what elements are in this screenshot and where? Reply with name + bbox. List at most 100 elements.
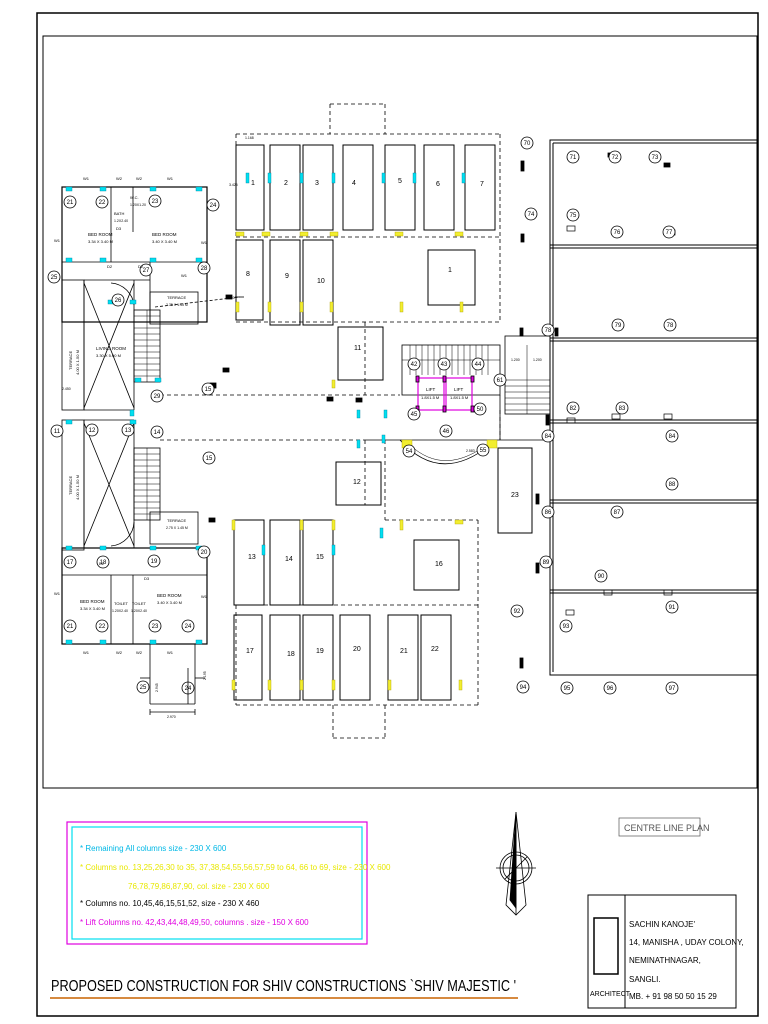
column-bubble xyxy=(615,401,629,415)
footing-number: 2 xyxy=(284,180,288,187)
column-bubble xyxy=(202,451,216,465)
column-bubble-label: 71 xyxy=(570,155,577,161)
footing-number: 11 xyxy=(354,345,361,352)
column-bubble xyxy=(206,198,220,212)
room-size: 1.20X2.40 xyxy=(112,609,128,613)
door-tag: D2 xyxy=(99,561,105,566)
column-bubble-label: 18 xyxy=(100,560,107,566)
footing-number: 5 xyxy=(398,178,402,185)
dimension: 2.945 xyxy=(155,683,159,692)
column-bubble xyxy=(476,443,490,457)
architect-address-2: NEMINATHNAGAR, xyxy=(629,956,701,965)
footing-boxes xyxy=(233,144,533,701)
room-label: TERRACE xyxy=(167,518,186,523)
footing-number: 20 xyxy=(353,646,361,653)
room-label: TERRACE xyxy=(167,295,186,300)
footing-number: 14 xyxy=(285,556,293,563)
column-bubble-label: 79 xyxy=(615,323,622,329)
column-bubble-label: 28 xyxy=(201,266,208,272)
footing-number: 7 xyxy=(480,181,484,188)
column-bubble-label: 14 xyxy=(154,430,161,436)
column-bubble-label: 43 xyxy=(441,362,448,368)
dimension: 1.200 xyxy=(533,358,542,362)
column-markers-yellow xyxy=(231,231,498,691)
column-bubble-label: 17 xyxy=(67,560,74,566)
door-tag: D2 xyxy=(107,264,113,269)
column-bubble xyxy=(610,505,624,519)
column-bubble xyxy=(407,357,421,371)
legend-line-3: * Columns no. 10,45,46,15,51,52, size - … xyxy=(80,899,260,908)
room-label: BED ROOM xyxy=(88,232,113,237)
column-bubble xyxy=(85,423,99,437)
column-bubble-label: 88 xyxy=(669,482,676,488)
column-bubble-label: 45 xyxy=(411,412,418,418)
column-bubble-label: 84 xyxy=(545,434,552,440)
room-label: BED ROOM xyxy=(152,232,177,237)
column-bubble-label: 95 xyxy=(564,686,571,692)
column-bubble xyxy=(471,357,485,371)
legend-line-4: * Lift Columns no. 42,43,44,48,49,50, co… xyxy=(80,918,309,927)
column-bubble xyxy=(148,194,162,208)
column-markers-cyan xyxy=(65,172,466,645)
column-bubble xyxy=(665,681,679,695)
legend-line-1: * Remaining All columns size - 230 X 600 xyxy=(80,844,227,853)
column-bubble xyxy=(541,505,555,519)
window-tag: W1 xyxy=(54,591,61,596)
window-tag: W2 xyxy=(116,176,123,181)
window-tag: W2 xyxy=(136,650,143,655)
column-bubble-label: 24 xyxy=(210,203,217,209)
column-bubble-label: 78 xyxy=(545,328,552,334)
column-bubble-label: 91 xyxy=(669,605,676,611)
window-tag: W2 xyxy=(116,650,123,655)
footing-number: 12 xyxy=(353,479,361,486)
column-bubble xyxy=(407,407,421,421)
column-bubble-label: 82 xyxy=(570,406,577,412)
dimension: 1.200 xyxy=(511,358,520,362)
column-bubble xyxy=(95,195,109,209)
column-bubble xyxy=(136,680,150,694)
room-size: 3.40 X 3.40 M xyxy=(152,239,177,244)
right-block xyxy=(549,139,758,676)
room-size: 4.00 X 1.50 M xyxy=(75,475,80,500)
footing-number: 9 xyxy=(285,273,289,280)
column-bubble xyxy=(150,389,164,403)
room-size: 1.2X2.40 xyxy=(114,219,128,223)
column-bubble xyxy=(539,555,553,569)
column-bubble-label: 15 xyxy=(206,456,213,462)
architect-name: SACHIN KANOJE' xyxy=(629,920,695,929)
column-bubble-label: 75 xyxy=(570,213,577,219)
room-label: TOILET xyxy=(132,601,146,606)
column-bubble xyxy=(648,150,662,164)
architect-stamp xyxy=(593,917,619,975)
room-label: BATH xyxy=(114,211,124,216)
column-bubble-label: 42 xyxy=(411,362,418,368)
room-size: 2.75 X 1.45 M xyxy=(166,526,188,530)
column-bubble-label: 92 xyxy=(514,609,521,615)
room-size: 1.20X1.20 xyxy=(130,203,146,207)
room-size: 1.8X1.5 M xyxy=(450,395,468,400)
room-label: LIVING ROOM xyxy=(96,346,126,351)
column-bubble-label: 21 xyxy=(67,624,74,630)
column-bubble xyxy=(663,318,677,332)
column-bubble xyxy=(63,555,77,569)
footing-number: 1 xyxy=(251,180,255,187)
column-bubble xyxy=(665,429,679,443)
column-bubble xyxy=(201,382,215,396)
dimension: 2.970 xyxy=(167,715,176,719)
footing-number: 17 xyxy=(246,648,254,655)
column-bubble-label: 12 xyxy=(89,428,96,434)
column-bubble-label: 86 xyxy=(545,510,552,516)
column-bubble xyxy=(147,554,161,568)
window-tag: W2 xyxy=(136,176,143,181)
footing-number: 15 xyxy=(316,554,324,561)
door-tag: D2 xyxy=(138,264,144,269)
door-tag: D3 xyxy=(116,226,122,231)
column-bubble xyxy=(608,150,622,164)
column-bubble-label: 76 xyxy=(614,230,621,236)
column-bubble xyxy=(473,402,487,416)
room-size: 3.34 X 3.40 M xyxy=(80,606,105,611)
architect-label: ARCHITECT xyxy=(590,991,631,998)
flat-bottom xyxy=(61,419,208,705)
